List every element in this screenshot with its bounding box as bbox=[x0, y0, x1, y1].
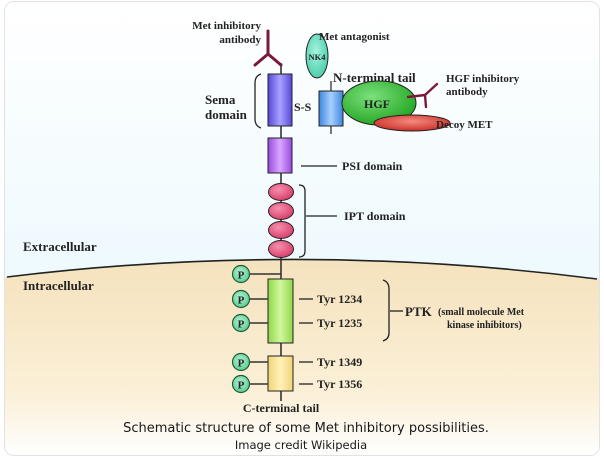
phosphate-icon bbox=[231, 264, 251, 284]
ptk-note-2: kinase inhibitors) bbox=[447, 320, 522, 331]
phosphate-label: P bbox=[238, 270, 245, 282]
phosphate-icon bbox=[231, 289, 251, 309]
intracellular-background bbox=[5, 259, 599, 455]
psi-label: PSI domain bbox=[342, 159, 403, 173]
met-antagonist-label: Met antagonist bbox=[319, 31, 390, 43]
sema-domain bbox=[267, 73, 293, 127]
n-terminal-domain bbox=[318, 90, 344, 127]
phosphate-label: P bbox=[238, 358, 245, 370]
ipt-repeat bbox=[268, 183, 294, 201]
phospho-connectors bbox=[249, 273, 281, 385]
sema-label-1: Sema bbox=[205, 92, 236, 107]
sema-bracket bbox=[254, 73, 262, 129]
ipt-repeat bbox=[268, 240, 294, 258]
phosphate-label: P bbox=[238, 295, 245, 307]
ipt-repeat bbox=[268, 202, 294, 220]
sema-label-2: domain bbox=[205, 107, 248, 122]
met-antibody-label-2: antibody bbox=[219, 34, 261, 46]
met-antibody-label-1: Met inhibitory bbox=[192, 20, 261, 32]
ptk-bracket bbox=[382, 279, 390, 342]
disulfide-bond-label: S-S bbox=[294, 100, 312, 114]
tyr-1234-label: Tyr 1234 bbox=[317, 292, 362, 306]
met-structure-diagram: Extracellular Intracellular Met inhibito… bbox=[5, 2, 599, 455]
ptk-note-1: (small molecule Met bbox=[438, 307, 525, 318]
extracellular-label: Extracellular bbox=[23, 239, 97, 254]
nk4-molecule bbox=[305, 33, 329, 79]
hgf-antibody-label-2: antibody bbox=[446, 86, 488, 98]
diagram-frame: Extracellular Intracellular Met inhibito… bbox=[4, 1, 600, 456]
tyr-1349-label: Tyr 1349 bbox=[317, 355, 362, 369]
tyr-1235-label: Tyr 1235 bbox=[317, 316, 362, 330]
hgf-label: HGF bbox=[364, 97, 390, 111]
phosphate-icon bbox=[231, 374, 251, 394]
n-terminal-label: N-terminal tail bbox=[333, 70, 416, 85]
phosphate-label: P bbox=[238, 380, 245, 392]
phosphate-icon bbox=[231, 313, 251, 333]
caption-credit: Image credit Wikipedia bbox=[235, 438, 367, 452]
hgf-antibody-label-1: HGF inhibitory bbox=[446, 73, 520, 85]
phospho-group: P P P P P bbox=[231, 264, 251, 394]
met-antibody-icon bbox=[253, 29, 283, 67]
phosphate-label: P bbox=[238, 319, 245, 331]
ipt-label: IPT domain bbox=[344, 209, 406, 223]
caption-title: Schematic structure of some Met inhibito… bbox=[123, 421, 489, 436]
cell-membrane bbox=[6, 258, 598, 280]
decoy-met bbox=[373, 114, 451, 132]
c-terminal-label: C-terminal tail bbox=[243, 401, 320, 415]
ipt-bracket bbox=[298, 184, 306, 258]
tyr-1356-label: Tyr 1356 bbox=[317, 377, 362, 391]
c-terminal-domain bbox=[267, 355, 294, 392]
ptk-label: PTK bbox=[405, 304, 433, 319]
phosphate-icon bbox=[231, 352, 251, 372]
decoy-met-label: Decoy MET bbox=[436, 119, 493, 131]
psi-domain bbox=[267, 137, 293, 174]
intracellular-label: Intracellular bbox=[23, 278, 94, 293]
ipt-repeat bbox=[268, 221, 294, 239]
hgf-antibody-icon bbox=[406, 82, 439, 109]
nk4-label: NK4 bbox=[309, 52, 327, 62]
kinase-domain bbox=[267, 278, 294, 344]
